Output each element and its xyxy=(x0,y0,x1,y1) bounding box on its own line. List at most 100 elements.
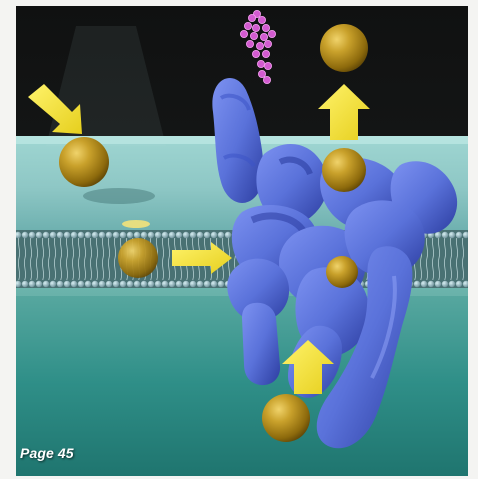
lipid-head xyxy=(64,281,70,287)
lipid-head xyxy=(442,232,448,238)
lipid-head xyxy=(113,232,119,238)
lipid-head xyxy=(106,232,112,238)
lipid-head xyxy=(169,281,175,287)
lipid-head xyxy=(141,281,147,287)
carbohydrate-bead xyxy=(248,14,255,21)
lipid-head xyxy=(204,232,210,238)
illustration-canvas xyxy=(16,6,468,476)
lipid-head xyxy=(85,232,91,238)
carbohydrate-bead xyxy=(250,32,257,39)
lipid-head xyxy=(22,232,28,238)
lipid-head xyxy=(134,232,140,238)
lipid-head xyxy=(43,281,49,287)
lipid-head xyxy=(64,232,70,238)
lipid-head xyxy=(169,232,175,238)
lipid-head xyxy=(148,232,154,238)
lipid-head xyxy=(155,281,161,287)
lipid-head xyxy=(99,232,105,238)
lipid-head xyxy=(421,281,427,287)
lipid-head xyxy=(176,232,182,238)
molecule-icon xyxy=(326,256,358,288)
lipid-head xyxy=(99,281,105,287)
lipid-head xyxy=(50,281,56,287)
carbohydrate-bead xyxy=(258,70,265,77)
lipid-head xyxy=(141,232,147,238)
lipid-head xyxy=(218,281,224,287)
carbohydrate-bead xyxy=(258,16,265,23)
lipid-head xyxy=(106,281,112,287)
carbohydrate-bead xyxy=(264,40,271,47)
lipid-head xyxy=(162,232,168,238)
lipid-head xyxy=(78,232,84,238)
lipid-head xyxy=(120,281,126,287)
carbohydrate-bead xyxy=(240,30,247,37)
lipid-head xyxy=(162,281,168,287)
page-number: Page 45 xyxy=(20,445,74,461)
carbohydrate-bead xyxy=(268,30,275,37)
molecule-icon xyxy=(322,148,366,192)
lipid-head xyxy=(71,232,77,238)
molecule-shadow xyxy=(83,188,155,204)
lipid-head xyxy=(134,281,140,287)
lipid-head xyxy=(435,281,441,287)
lipid-head xyxy=(197,232,203,238)
carbohydrate-bead xyxy=(256,42,263,49)
lipid-head xyxy=(57,281,63,287)
carbohydrate-bead xyxy=(246,40,253,47)
lipid-head xyxy=(190,281,196,287)
lipid-head xyxy=(414,281,420,287)
lipid-head xyxy=(85,281,91,287)
light-spot xyxy=(122,220,150,228)
lipid-head xyxy=(204,281,210,287)
carbohydrate-bead xyxy=(262,24,269,31)
lipid-head xyxy=(211,281,217,287)
lipid-head xyxy=(57,232,63,238)
lipid-head xyxy=(50,232,56,238)
carbohydrate-bead xyxy=(252,24,259,31)
lipid-head xyxy=(92,232,98,238)
lipid-head xyxy=(71,281,77,287)
lipid-head xyxy=(435,232,441,238)
lipid-head xyxy=(36,232,42,238)
lipid-head xyxy=(218,232,224,238)
molecule-icon xyxy=(59,137,109,187)
lipid-head xyxy=(190,232,196,238)
lipid-head xyxy=(456,232,462,238)
carbohydrate-bead xyxy=(257,60,264,67)
lipid-head xyxy=(225,232,231,238)
carbohydrate-bead xyxy=(264,62,271,69)
lipid-head xyxy=(29,281,35,287)
carbohydrate-bead xyxy=(260,33,267,40)
molecule-icon xyxy=(262,394,310,442)
carbohydrate-bead xyxy=(244,22,251,29)
lipid-head xyxy=(211,232,217,238)
protein-stem xyxy=(242,303,280,385)
carbohydrate-bead xyxy=(263,76,270,83)
molecule-icon xyxy=(118,238,158,278)
lipid-head xyxy=(78,281,84,287)
lipid-head xyxy=(113,281,119,287)
carbohydrate-bead xyxy=(252,50,259,57)
lipid-head xyxy=(29,232,35,238)
lipid-head xyxy=(449,281,455,287)
lipid-head xyxy=(197,281,203,287)
lipid-head xyxy=(442,281,448,287)
lipid-head xyxy=(176,281,182,287)
carbohydrate-bead xyxy=(262,50,269,57)
lipid-head xyxy=(183,232,189,238)
lipid-head xyxy=(155,232,161,238)
lipid-head xyxy=(183,281,189,287)
lipid-head xyxy=(36,281,42,287)
lipid-head xyxy=(428,281,434,287)
lipid-head xyxy=(127,232,133,238)
lipid-head xyxy=(22,281,28,287)
membrane-transport-illustration xyxy=(16,6,468,476)
lipid-head xyxy=(127,281,133,287)
lipid-head xyxy=(120,232,126,238)
lipid-head xyxy=(148,281,154,287)
lipid-head xyxy=(456,281,462,287)
lipid-head xyxy=(92,281,98,287)
lipid-head xyxy=(43,232,49,238)
lipid-head xyxy=(449,232,455,238)
